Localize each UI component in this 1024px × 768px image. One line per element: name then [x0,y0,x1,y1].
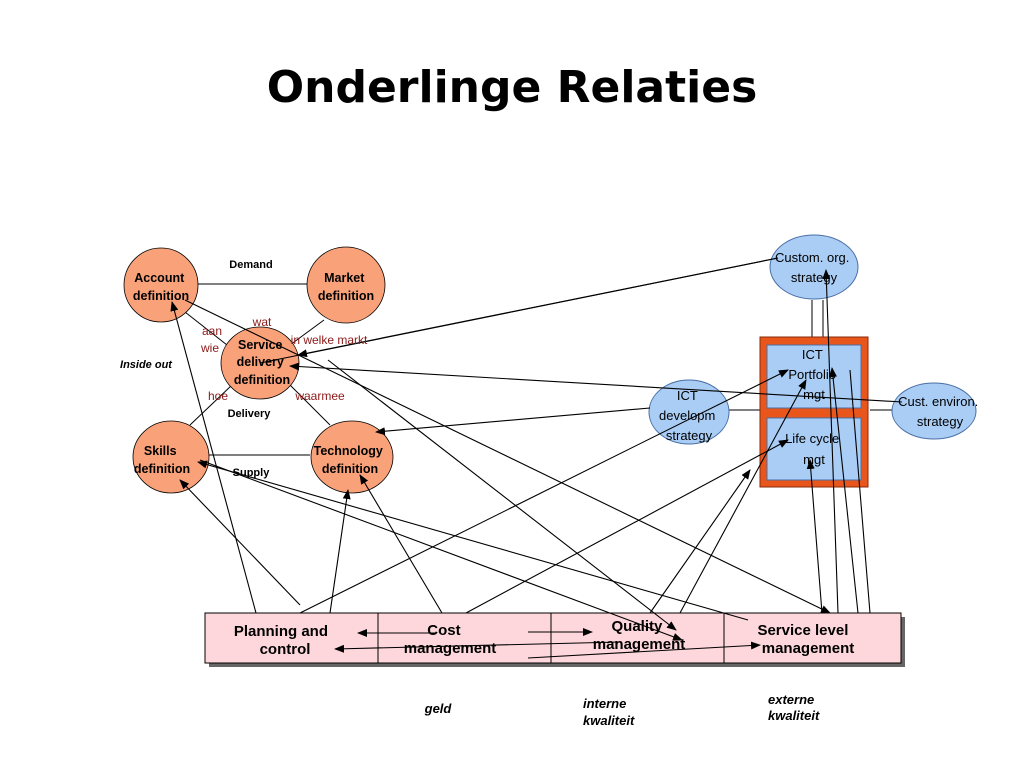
planning-control-label: Planning and control [234,623,332,658]
in-welke-markt-label: in welke markt [291,333,368,347]
arrow-custenv-service [289,362,903,403]
line-service-skills [189,384,233,426]
custom-org-strategy-label: Custom. org. strategy [775,250,853,285]
account-definition-node [123,247,199,323]
arrow-quality-portfolio [679,379,807,614]
arrow-ictdev-technology [375,407,651,436]
arrow-quality-lifecycle [649,469,751,614]
interne-kwaliteit-note: interne kwaliteit [583,696,635,728]
arrow-cost-technology [359,474,443,614]
account-definition-label: Account definition [133,271,189,303]
aan-label: aan [202,324,222,338]
arrow-planning-portfolio [299,369,789,614]
arrow-to-servicelevel [527,641,761,659]
line-servicelevel-frame [849,369,871,614]
arrow-servicelevel-customorg [822,269,839,614]
inside-out-label: Inside out [120,359,173,371]
waarmee-label: waarmee [294,389,345,403]
arrow-planning-skills [179,479,301,606]
relation-arrows [170,257,903,659]
technology-definition-node [310,420,394,494]
line-account-service [184,311,228,346]
market-definition-label: Market definition [318,271,374,303]
supply-label: Supply [233,467,271,479]
skills-definition-node [132,420,210,494]
wie-label: wie [200,341,219,355]
cust-environ-strategy-node [891,382,977,440]
cust-environ-strategy-label: Cust. environ. strategy [898,394,982,429]
management-bar [204,612,902,664]
delivery-label: Delivery [228,408,272,420]
technology-definition-label: Technology definition [314,444,387,476]
arrow-servicelevel-portfolio [828,367,859,614]
ict-develop-strategy-label: ICT developm strategy [659,388,719,443]
life-cycle-box [766,417,862,481]
line-market-service [289,319,325,346]
arrow-servicelevel-lifecycle [806,459,823,614]
arrow-quality-planning [334,641,621,653]
arrow-skills-quality [199,459,683,641]
arrow-customorg-service [297,257,779,358]
arrow-servicelevel-skills [197,460,749,621]
arrow-service-quality [327,359,677,631]
arrow-planning-account [170,301,257,614]
service-delivery-label: Service delivery definition [234,338,290,387]
arrow-cost-lifecycle [465,439,789,614]
wat-label: wat [252,315,272,329]
externe-kwaliteit-note: externe kwaliteit [768,692,820,723]
line-service-technology [289,384,331,426]
hoe-label: hoe [208,389,228,403]
skills-definition-label: Skills definition [134,444,190,476]
geld-note: geld [424,701,453,716]
market-definition-node [306,246,386,324]
plain-connectors [184,283,895,456]
quality-management-label: Quality management [593,618,686,653]
demand-label: Demand [229,259,272,271]
page-title: Onderlinge Relaties [266,62,758,113]
service-level-management-label: Service level management [757,622,854,657]
arrow-account-servicelevel [184,299,831,614]
arrow-planning-technology [329,489,351,614]
cost-management-label: Cost management [404,622,497,657]
life-cycle-label: Life cycle mgt [785,431,843,467]
custom-org-strategy-node [769,234,859,300]
ict-develop-strategy-node [648,379,730,445]
ict-portfolio-label: ICT Portfolio mgt [788,347,839,402]
